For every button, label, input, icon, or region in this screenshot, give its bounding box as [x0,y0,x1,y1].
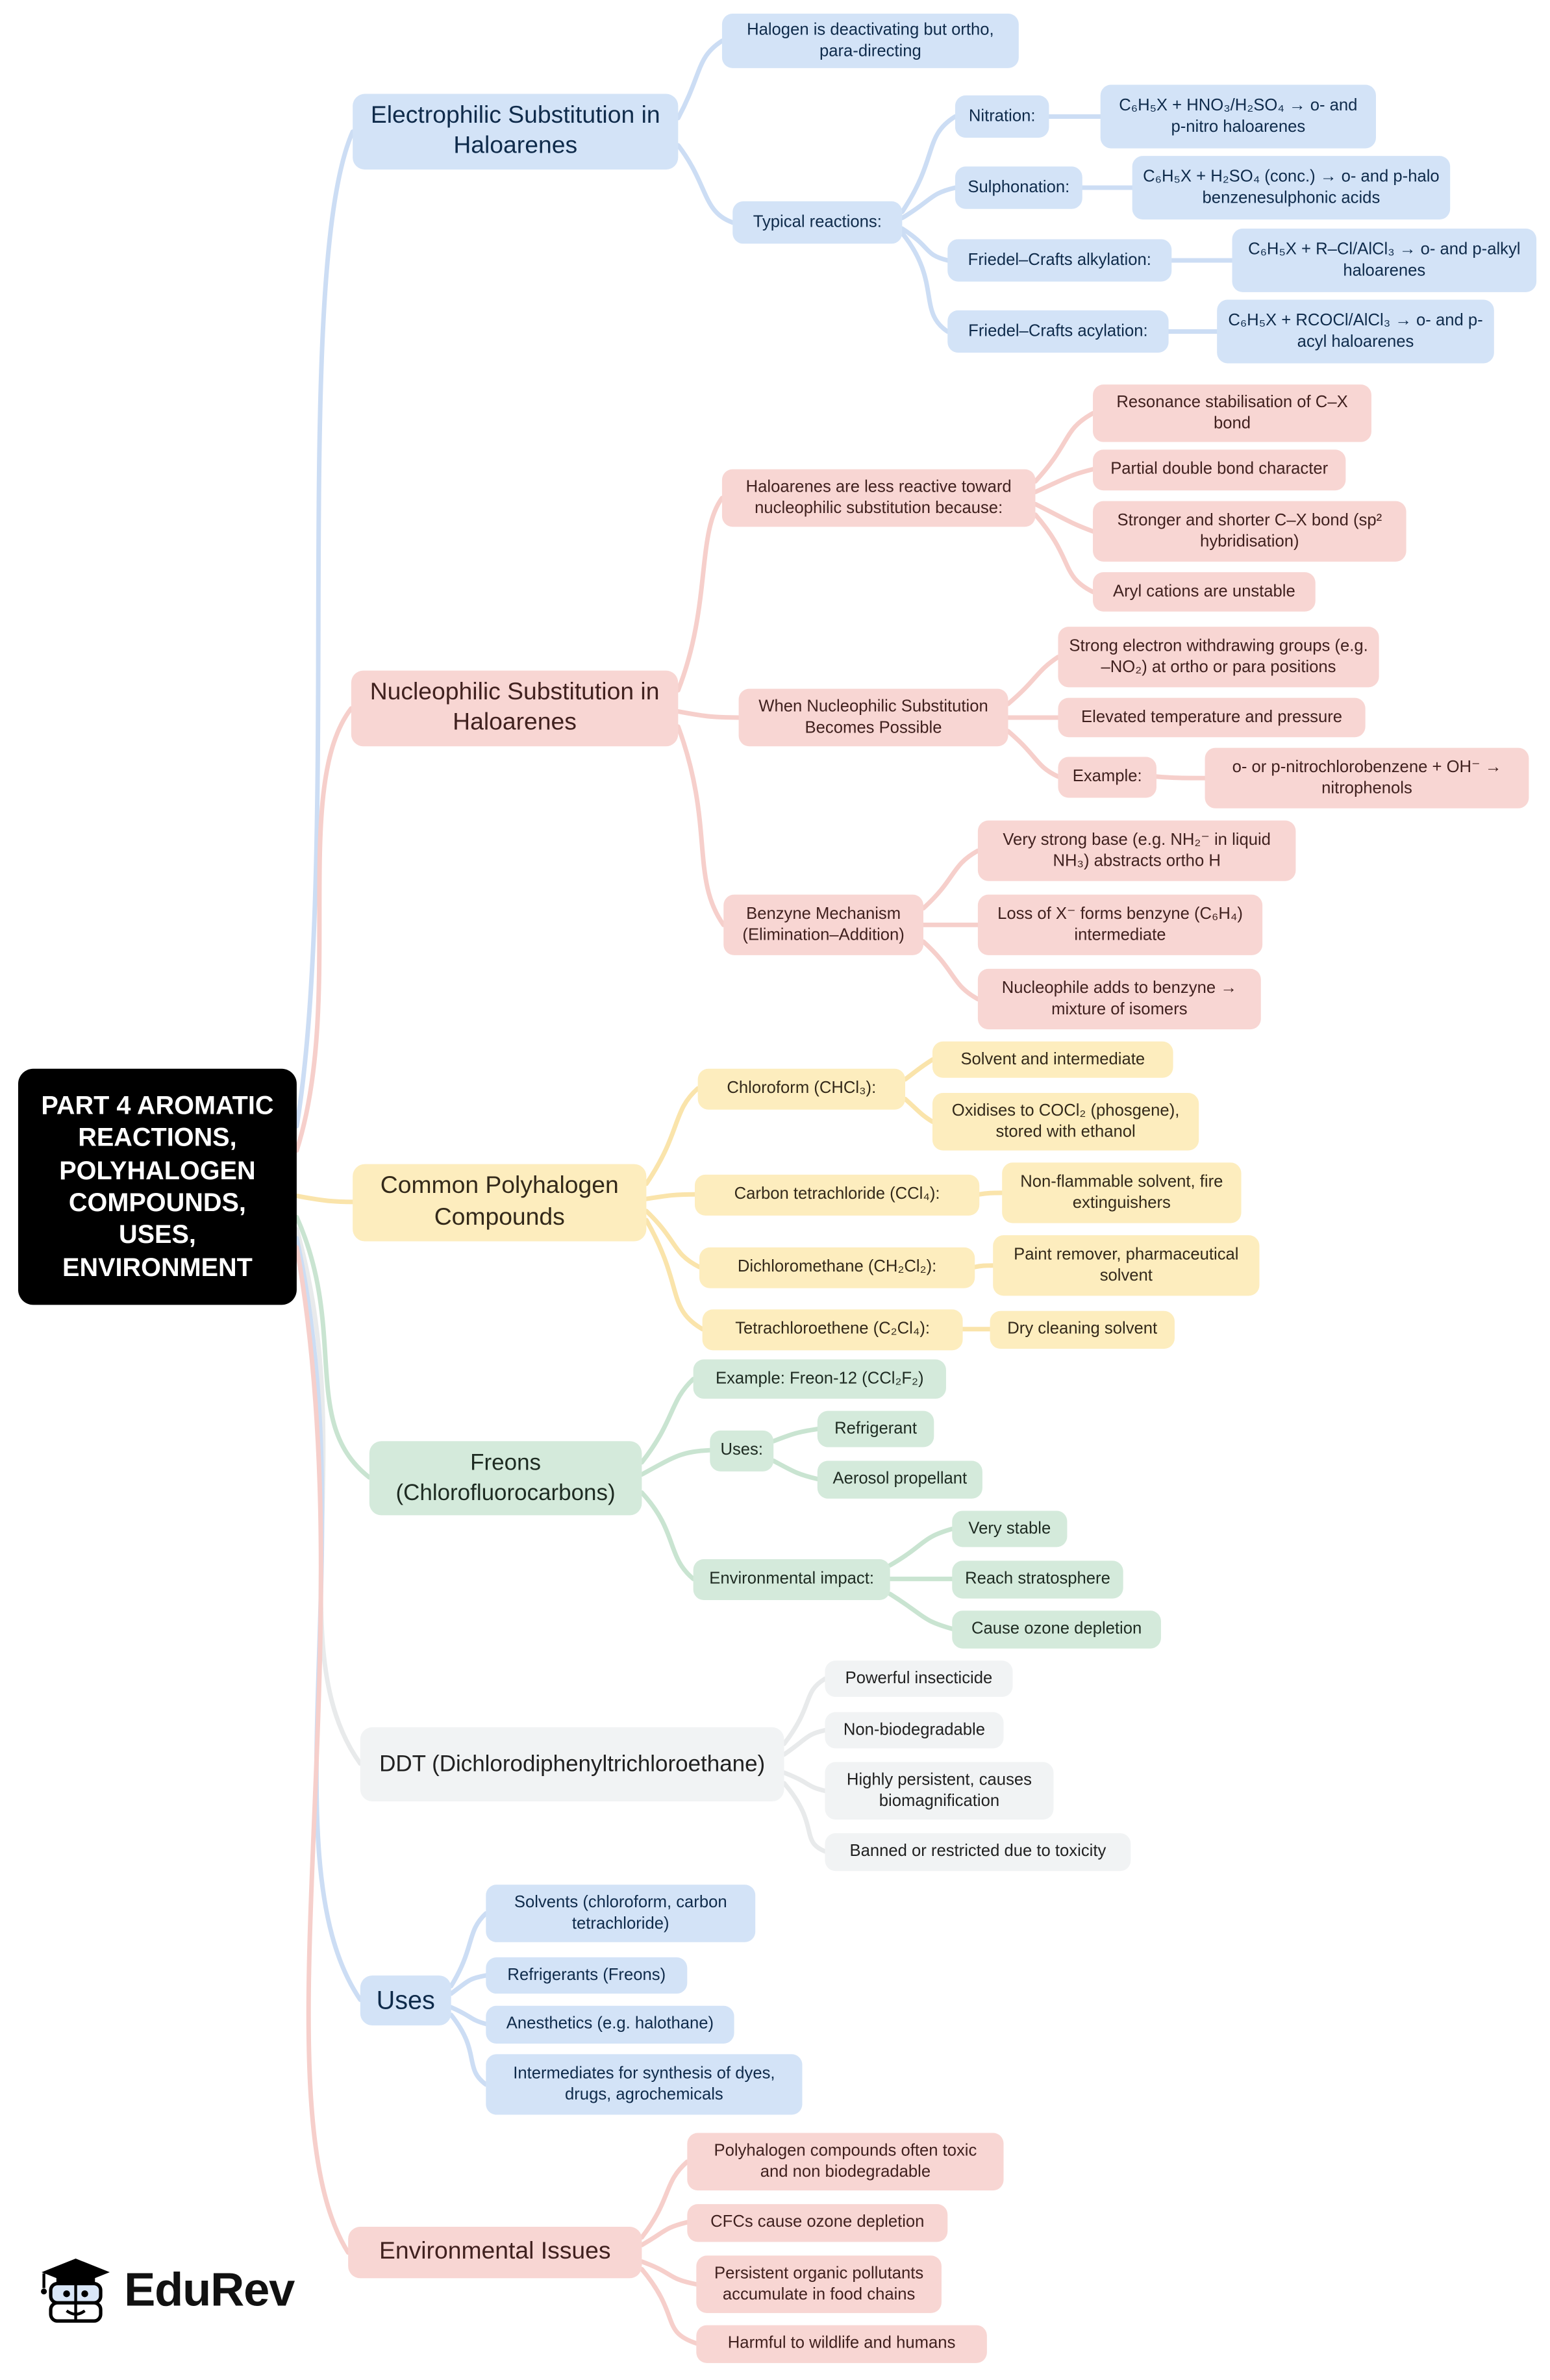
leaf-aryl-cations-unstable: Aryl cations are unstable [1093,572,1316,612]
label-nitration: Nitration: [955,95,1049,138]
leaf-loss-of-x-benzyne: Loss of X⁻ forms benzyne (C₆H₄) intermed… [977,894,1263,955]
leaf-nitrochlorobenzene-example: o- or p-nitrochlorobenzene + OH⁻ → nitro… [1205,747,1529,808]
polyhalogen-edges [644,1057,1005,1332]
leaf-solvent-intermediate: Solvent and intermediate [932,1041,1173,1078]
branch-common-polyhalogen: Common Polyhalogen Compounds [353,1164,647,1242]
label-benzyne-mechanism: Benzyne Mechanism (Elimination–Addition) [723,894,923,955]
label-typical-reactions: Typical reactions: [732,201,903,244]
leaf-aerosol-propellant: Aerosol propellant [817,1460,982,1499]
label-friedel-crafts-acylation: Friedel–Crafts acylation: [947,310,1169,353]
branch-nucleophilic-substitution: Nucleophilic Substitution in Haloarenes [351,670,679,747]
leaf-nucleophile-adds: Nucleophile adds to benzyne → mixture of… [977,968,1261,1030]
leaf-partial-double-bond: Partial double bond character [1093,449,1346,491]
leaf-strong-base-abstracts: Very strong base (e.g. NH₂⁻ in liquid NH… [977,820,1296,881]
leaf-refrigerant: Refrigerant [817,1410,934,1447]
formula-nitration: C₆H₅X + HNO₃/H₂SO₄ → o- and p-nitro halo… [1100,84,1376,149]
leaf-refrigerants-freons: Refrigerants (Freons) [486,1957,688,1994]
edurev-brand-text: EduRev [124,2262,295,2316]
leaf-reach-stratosphere: Reach stratosphere [952,1560,1123,1599]
leaf-cause-ozone-depletion: Cause ozone depletion [952,1610,1161,1649]
branch-ddt: DDT (Dichlorodiphenyltrichloroethane) [360,1727,784,1802]
label-friedel-crafts-alkylation: Friedel–Crafts alkylation: [947,239,1172,282]
leaf-toxic-non-biodegradable: Polyhalogen compounds often toxic and no… [687,2133,1004,2191]
uses-edges [449,1911,488,2087]
label-dichloromethane: Dichloromethane (CH₂Cl₂): [699,1247,975,1288]
leaf-intermediates-synthesis: Intermediates for synthesis of dyes, dru… [486,2054,803,2115]
leaf-freon-12-example: Example: Freon-12 (CCl₂F₂) [693,1359,946,1399]
leaf-persistent-pollutants: Persistent organic pollutants accumulate… [696,2255,942,2313]
leaf-powerful-insecticide: Powerful insecticide [825,1660,1013,1697]
label-example: Example: [1058,757,1156,798]
freons-edges [639,1377,955,1631]
formula-friedel-crafts-acylation: C₆H₅X + RCOCl/AlCl₃ → o- and p-acyl halo… [1217,299,1494,364]
formula-sulphonation: C₆H₅X + H₂SO₄ (conc.) → o- and p-halo be… [1132,156,1451,220]
ddt-edges [782,1676,827,1854]
root-node: PART 4 AROMATIC REACTIONS, POLYHALOGEN C… [18,1068,297,1305]
leaf-paint-remover: Paint remover, pharmaceutical solvent [993,1235,1260,1296]
leaf-dry-cleaning-solvent: Dry cleaning solvent [990,1310,1175,1349]
formula-friedel-crafts-alkylation: C₆H₅X + R–Cl/AlCl₃ → o- and p-alkyl halo… [1232,228,1537,292]
leaf-non-flammable-solvent: Non-flammable solvent, fire extinguisher… [1002,1162,1242,1223]
leaf-halogen-directing: Halogen is deactivating but ortho, para-… [721,13,1019,68]
leaf-harmful-wildlife-humans: Harmful to wildlife and humans [696,2325,987,2363]
leaf-oxidises-phosgene: Oxidises to COCl₂ (phosgene), stored wit… [932,1093,1199,1151]
label-carbon-tetrachloride: Carbon tetrachloride (CCl₄): [694,1174,980,1216]
label-environmental-impact: Environmental impact: [693,1559,890,1600]
branch-freons: Freons (Chlorofluorocarbons) [369,1441,642,1516]
leaf-solvents: Solvents (chloroform, carbon tetrachlori… [486,1885,756,1942]
label-freon-uses: Uses: [710,1430,774,1472]
label-when-substitution-possible: When Nucleophilic Substitution Becomes P… [738,688,1008,747]
leaf-very-stable: Very stable [952,1510,1068,1547]
edurev-logo: EduRev [40,2251,295,2329]
branch-environmental-issues: Environmental Issues [348,2227,642,2279]
leaf-resonance-stabilisation: Resonance stabilisation of C–X bond [1093,384,1371,442]
nucleophilic-edges [675,410,1208,1002]
leaf-highly-persistent: Highly persistent, causes biomagnificati… [825,1762,1054,1820]
leaf-anesthetics: Anesthetics (e.g. halothane) [486,2005,734,2044]
leaf-cfcs-ozone-depletion: CFCs cause ozone depletion [687,2204,948,2242]
leaf-elevated-temperature-pressure: Elevated temperature and pressure [1058,697,1366,738]
branch-electrophilic-substitution: Electrophilic Substitution in Haloarenes [353,94,679,170]
leaf-banned-restricted: Banned or restricted due to toxicity [825,1833,1131,1872]
branch-uses: Uses [360,1975,451,2026]
leaf-stronger-shorter-bond: Stronger and shorter C–X bond (sp² hybri… [1093,501,1406,562]
electrophilic-edges [675,38,1235,334]
label-less-reactive-because: Haloarenes are less reactive toward nucl… [721,469,1036,527]
environment-edges [639,2159,699,2346]
leaf-electron-withdrawing-groups: Strong electron withdrawing groups (e.g.… [1058,627,1379,688]
leaf-non-biodegradable: Non-biodegradable [825,1712,1004,1749]
edurev-mascot-icon [41,2259,110,2323]
label-chloroform: Chloroform (CHCl₃): [697,1068,905,1110]
label-sulphonation: Sulphonation: [955,166,1082,209]
label-tetrachloroethene: Tetrachloroethene (C₂Cl₄): [702,1309,963,1351]
root-edges [294,129,372,2255]
